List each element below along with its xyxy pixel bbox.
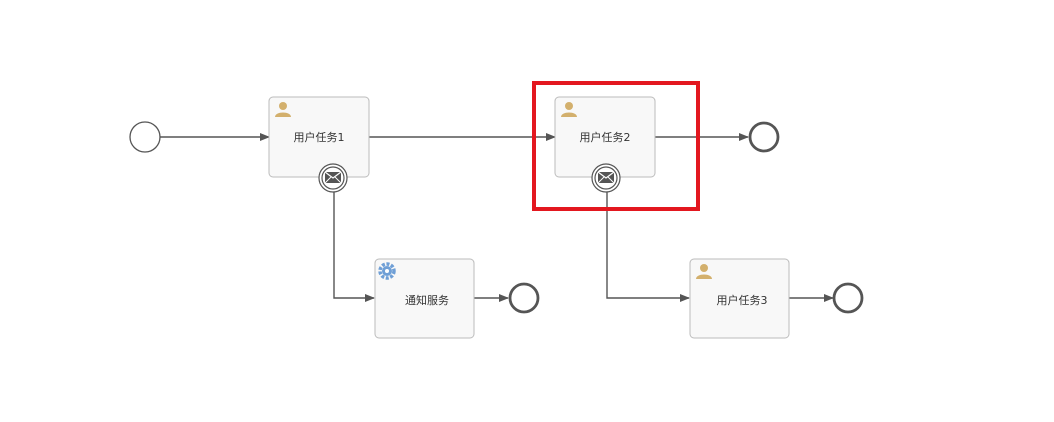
task-label: 通知服务 <box>405 293 449 307</box>
message-boundary-event-2[interactable] <box>591 163 621 193</box>
sequence-flows <box>160 133 834 302</box>
end-event-1[interactable] <box>748 121 780 153</box>
envelope-icon <box>597 171 615 184</box>
end-event-2[interactable] <box>508 282 540 314</box>
envelope-icon <box>324 171 342 184</box>
user-icon <box>561 102 577 117</box>
service-task-notify[interactable]: 通知服务 <box>374 258 475 339</box>
message-boundary-event-1[interactable] <box>318 163 348 193</box>
end-event-3[interactable] <box>832 282 864 314</box>
user-icon <box>696 264 712 279</box>
task-label: 用户任务2 <box>580 130 631 144</box>
user-task-3[interactable]: 用户任务3 <box>689 258 790 339</box>
start-event[interactable] <box>129 121 161 153</box>
user-task-2[interactable]: 用户任务2 <box>554 96 656 178</box>
gear-icon <box>378 262 396 280</box>
task-label: 用户任务3 <box>717 293 768 307</box>
flow-boundary2-to-task3[interactable] <box>606 192 690 302</box>
task-label: 用户任务1 <box>294 130 345 144</box>
user-task-1[interactable]: 用户任务1 <box>268 96 370 178</box>
flow-boundary1-to-notify[interactable] <box>333 192 375 302</box>
highlight-box <box>532 81 700 211</box>
user-icon <box>275 102 291 117</box>
